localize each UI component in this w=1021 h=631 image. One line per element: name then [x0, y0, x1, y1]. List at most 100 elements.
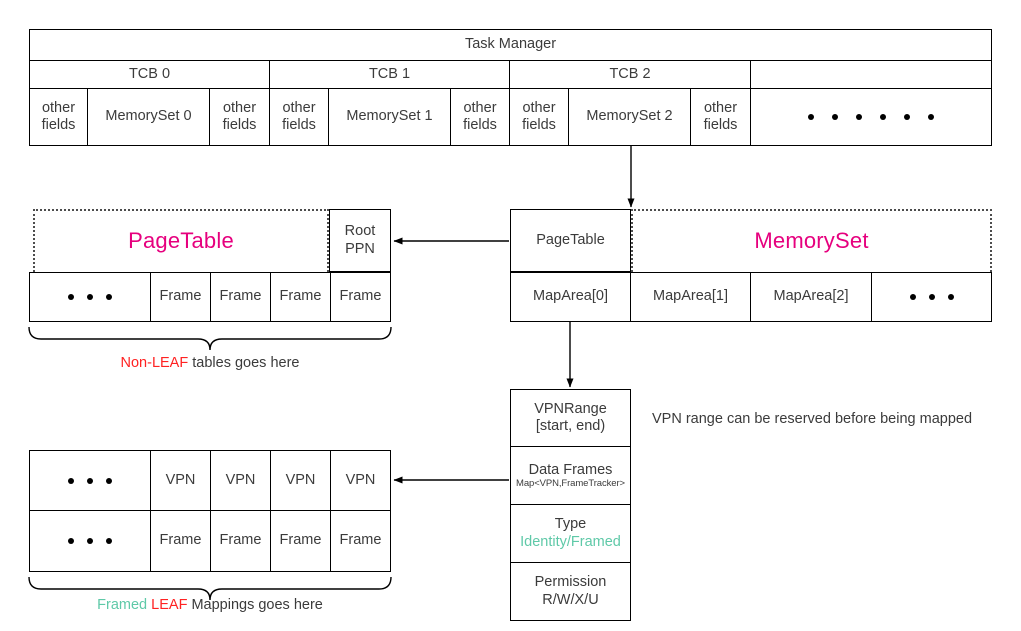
other-fields-line1: other: [41, 99, 76, 116]
tcb-1-label: TCB 1: [368, 65, 411, 82]
tcb-1-header: TCB 1: [270, 61, 510, 89]
tcb-0-label: TCB 0: [128, 65, 171, 82]
non-leaf-caption-highlight: Non-LEAF: [120, 355, 189, 371]
type-identity: Identity: [520, 533, 567, 550]
maparea-label: MapArea[2]: [773, 288, 849, 305]
tcb-1-other-fields-left: other fields: [270, 89, 329, 146]
data-frames-type: Map<VPN,FrameTracker>: [516, 477, 625, 489]
maparea-2-cell: MapArea[2]: [751, 272, 872, 322]
leaf-frame-cell: Frame: [331, 511, 391, 572]
ellipsis-dots-icon: [909, 294, 954, 300]
vpn-range-note: VPN range can be reserved before being m…: [652, 411, 973, 427]
vpn-label: VPN: [165, 471, 196, 488]
leaf-vpn-cell: VPN: [331, 450, 391, 511]
memoryset-2-label: MemorySet 2: [586, 108, 673, 125]
vpn-label: VPN: [345, 471, 376, 488]
task-manager-title: Task Manager: [464, 36, 557, 53]
leaf-frame-cell: Frame: [151, 511, 211, 572]
tcb-overflow-header: [751, 61, 992, 89]
pagetable-frame-cell: Frame: [211, 272, 271, 322]
ellipsis-dots-icon: [68, 294, 112, 300]
tcb-2-other-fields-left: other fields: [510, 89, 569, 146]
maparea-permission-box: Permission R/W/X/U: [510, 563, 631, 621]
permission-line2: R/W/X/U: [542, 591, 599, 608]
pagetable-group-title-area: PageTable: [33, 209, 329, 272]
pagetable-frame-cell: Frame: [331, 272, 391, 322]
framed-leaf-caption-rest: Mappings goes here: [187, 597, 323, 613]
leaf-frame-cell: Frame: [271, 511, 331, 572]
leaf-vpn-ellipsis: [29, 450, 151, 511]
maparea-0-cell: MapArea[0]: [510, 272, 631, 322]
tcb-2-label: TCB 2: [609, 65, 651, 82]
maparea-label: MapArea[0]: [533, 288, 608, 305]
frame-label: Frame: [219, 532, 262, 549]
other-fields-line2: fields: [282, 117, 316, 133]
tcb-2-other-fields-right: other fields: [691, 89, 751, 146]
tcb-1-other-fields-right: other fields: [451, 89, 510, 146]
framed-leaf-caption-leaf: LEAF: [151, 597, 188, 613]
maparea-vpnrange-box: VPNRange [start, end): [510, 389, 631, 447]
other-fields-line2: fields: [522, 117, 556, 133]
root-ppn-line2: PPN: [345, 240, 375, 257]
other-fields-line1: other: [282, 99, 316, 116]
pagetable-frame-cell: Frame: [151, 272, 211, 322]
leaf-frame-cell: Frame: [211, 511, 271, 572]
frame-label: Frame: [219, 288, 262, 305]
memoryset-pagetable-cell: PageTable: [510, 209, 631, 272]
memoryset-1-label: MemorySet 1: [346, 108, 433, 125]
frame-label: Frame: [339, 288, 382, 305]
tcb-1-memoryset: MemorySet 1: [329, 89, 451, 146]
data-frames-line1: Data Frames: [528, 461, 613, 478]
other-fields-line2: fields: [463, 117, 497, 133]
ellipsis-dots-icon: [808, 114, 934, 120]
memoryset-0-label: MemorySet 0: [105, 108, 192, 125]
maparea-type-box: Type Identity/Framed: [510, 505, 631, 563]
type-values: Identity/Framed: [520, 534, 621, 551]
tcb-0-other-fields-right: other fields: [210, 89, 270, 146]
non-leaf-caption: Non-LEAF tables goes here: [29, 355, 391, 371]
frame-label: Frame: [159, 288, 202, 305]
pagetable-frame-cell: Frame: [271, 272, 331, 322]
task-manager-header: Task Manager: [29, 29, 992, 61]
tcb-overflow-dots: [751, 89, 992, 146]
leaf-vpn-cell: VPN: [151, 450, 211, 511]
pagetable-frames-ellipsis: [29, 272, 151, 322]
memoryset-group-title: MemorySet: [754, 227, 869, 253]
other-fields-line2: fields: [703, 117, 738, 133]
type-separator: /: [566, 533, 571, 550]
leaf-vpn-cell: VPN: [271, 450, 331, 511]
brace-non-leaf: [28, 326, 392, 351]
vpn-label: VPN: [225, 471, 256, 488]
leaf-vpn-cell: VPN: [211, 450, 271, 511]
framed-leaf-caption: Framed LEAF Mappings goes here: [29, 597, 391, 613]
frame-label: Frame: [279, 532, 322, 549]
ellipsis-dots-icon: [68, 477, 112, 484]
tcb-2-header: TCB 2: [510, 61, 751, 89]
frame-label: Frame: [159, 532, 202, 549]
ellipsis-dots-icon: [68, 538, 112, 544]
vpn-label: VPN: [285, 471, 316, 488]
tcb-0-memoryset: MemorySet 0: [88, 89, 210, 146]
tcb-0-header: TCB 0: [29, 61, 270, 89]
tcb-0-other-fields-left: other fields: [29, 89, 88, 146]
root-ppn-line1: Root: [344, 223, 376, 240]
non-leaf-caption-rest: tables goes here: [188, 355, 300, 371]
memoryset-pagetable-label: PageTable: [536, 231, 605, 248]
frame-label: Frame: [339, 532, 382, 549]
framed-leaf-caption-framed: Framed: [97, 597, 148, 613]
tcb-2-memoryset: MemorySet 2: [569, 89, 691, 146]
frame-label: Frame: [279, 288, 322, 305]
other-fields-line1: other: [222, 99, 257, 116]
other-fields-line2: fields: [222, 117, 257, 133]
type-line1: Type: [554, 516, 587, 533]
permission-line1: Permission: [534, 574, 607, 591]
maparea-overflow-cell: [872, 272, 992, 322]
maparea-1-cell: MapArea[1]: [631, 272, 751, 322]
root-ppn-box: Root PPN: [329, 209, 391, 272]
memoryset-group-title-area: MemorySet: [631, 209, 992, 272]
pagetable-group-title: PageTable: [128, 227, 234, 253]
other-fields-line1: other: [522, 99, 556, 116]
other-fields-line1: other: [463, 99, 497, 116]
maparea-label: MapArea[1]: [653, 288, 728, 305]
maparea-data-frames-box: Data Frames Map<VPN,FrameTracker>: [510, 447, 631, 505]
